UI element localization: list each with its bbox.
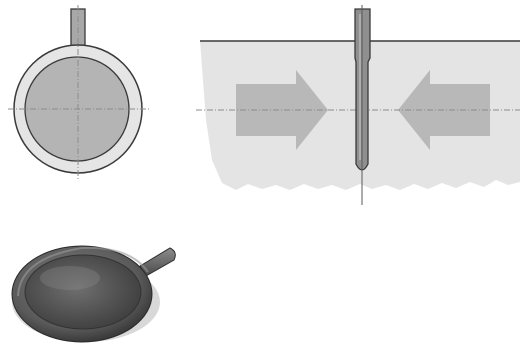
photo-face-shape: [24, 254, 142, 330]
top-view-diagram: [8, 5, 150, 180]
photo-rim-highlight: [17, 246, 149, 297]
photo-handle-shape: [139, 247, 176, 277]
section-view-diagram: [196, 5, 520, 205]
device-photo: [11, 245, 176, 343]
photo-sheen-shape: [40, 266, 100, 290]
